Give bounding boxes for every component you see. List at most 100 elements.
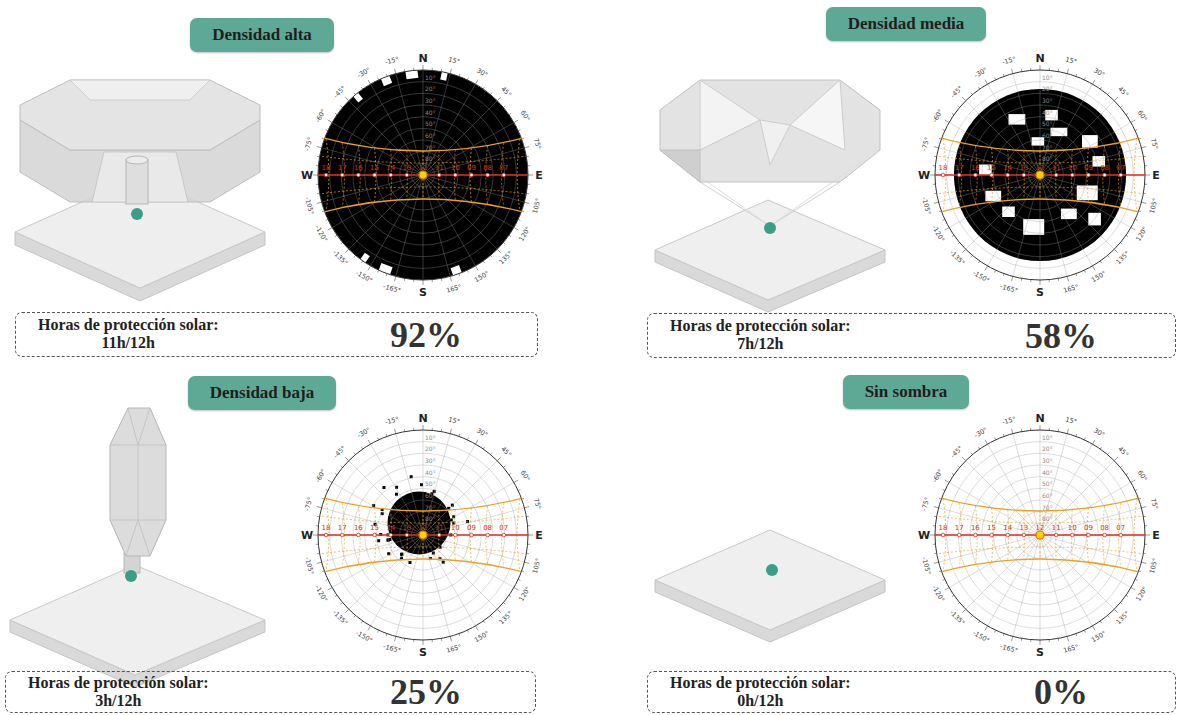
drawing-part bbox=[514, 120, 518, 123]
cardinal-point: E bbox=[535, 530, 543, 541]
drawing-part bbox=[1145, 535, 1150, 536]
azimuth-label: 30° bbox=[475, 67, 488, 78]
observer-point bbox=[1036, 171, 1044, 179]
drawing-part bbox=[377, 539, 380, 542]
azimuth-label: -60° bbox=[315, 108, 328, 123]
hour-dot bbox=[990, 173, 994, 177]
drawing-part bbox=[423, 640, 424, 645]
drawing-part bbox=[442, 561, 445, 564]
hour-dot bbox=[405, 533, 409, 537]
drawing-part bbox=[497, 249, 501, 253]
altitude-label: 80° bbox=[425, 516, 436, 522]
azimuth-label: 105° bbox=[532, 197, 542, 214]
drawing-part bbox=[395, 429, 396, 434]
azimuth-label: 165° bbox=[1062, 644, 1079, 654]
hour-dot bbox=[1119, 173, 1123, 177]
azimuth-label: 15° bbox=[447, 416, 460, 425]
tab-title: Sin sombra bbox=[865, 382, 948, 402]
azimuth-label: -75° bbox=[304, 137, 314, 152]
drawing-part bbox=[450, 69, 451, 74]
drawing-part bbox=[1040, 425, 1041, 430]
hour-dot bbox=[1119, 533, 1123, 537]
drawing-part bbox=[10, 565, 265, 675]
drawing-part bbox=[395, 69, 396, 74]
hour-dot bbox=[1006, 533, 1010, 537]
cardinal-point: W bbox=[918, 170, 930, 181]
hours-column: Horas de protección solar:0h/12h bbox=[670, 674, 851, 709]
drawing-part bbox=[962, 609, 966, 613]
azimuth-label: 150° bbox=[474, 630, 491, 643]
drawing-part bbox=[20, 80, 260, 150]
drawing-part bbox=[423, 74, 450, 175]
drawing-part bbox=[930, 175, 935, 176]
drawing-part bbox=[313, 175, 318, 176]
drawing-part bbox=[934, 507, 939, 508]
azimuth-label: -135° bbox=[331, 610, 348, 627]
altitude-label: 10° bbox=[425, 435, 436, 441]
drawing-part bbox=[396, 74, 423, 175]
drawing-part bbox=[395, 276, 396, 281]
azimuth-label: 150° bbox=[1091, 630, 1108, 643]
drawing-part bbox=[110, 408, 166, 556]
hour-dot bbox=[389, 173, 393, 177]
drawing-part bbox=[945, 228, 949, 231]
drawing-part bbox=[345, 609, 349, 613]
hour-label: 09 bbox=[467, 525, 476, 532]
azimuth-label: -165° bbox=[383, 643, 402, 654]
azimuth-label: -120° bbox=[930, 585, 945, 604]
drawing-part bbox=[1002, 207, 1015, 218]
hours-column: Horas de protección solar:11h/12h bbox=[38, 316, 219, 351]
cardinal-point: N bbox=[418, 53, 427, 64]
hour-label: 16 bbox=[971, 525, 980, 532]
hour-dot bbox=[405, 173, 409, 177]
drawing-part bbox=[476, 266, 479, 270]
drawing-part bbox=[423, 65, 424, 70]
percentage: 58% bbox=[1025, 315, 1097, 357]
drawing-part bbox=[1114, 457, 1118, 461]
drawing-part bbox=[700, 80, 760, 150]
azimuth-label: -15° bbox=[385, 416, 400, 426]
hour-dot bbox=[974, 173, 978, 177]
drawing-part bbox=[962, 457, 966, 461]
drawing-part bbox=[476, 440, 479, 444]
azimuth-label: -45° bbox=[332, 84, 346, 98]
azimuth-label: 135° bbox=[499, 611, 515, 627]
hour-label: 15 bbox=[370, 165, 379, 172]
drawing-part bbox=[318, 70, 528, 280]
drawing-part bbox=[1040, 535, 1067, 636]
drawing-part bbox=[70, 80, 210, 100]
hour-label: 11 bbox=[1052, 165, 1061, 172]
drawing-part bbox=[945, 120, 949, 123]
drawing-part bbox=[985, 266, 988, 270]
azimuth-label: -15° bbox=[385, 56, 400, 66]
hour-label: 10 bbox=[1068, 165, 1077, 172]
azimuth-label: 60° bbox=[519, 109, 530, 122]
cardinal-point: W bbox=[918, 530, 930, 541]
drawing-part bbox=[317, 147, 322, 148]
cardinal-point: S bbox=[419, 287, 427, 298]
drawing-part bbox=[934, 562, 939, 563]
polar-grid bbox=[318, 70, 528, 280]
hour-label: 17 bbox=[338, 525, 347, 532]
drawing-part bbox=[476, 80, 479, 84]
azimuth-label: 120° bbox=[1135, 226, 1148, 243]
drawing-part bbox=[396, 434, 423, 535]
hours-column: Horas de protección solar:3h/12h bbox=[28, 674, 209, 709]
drawing-part bbox=[345, 97, 349, 101]
hour-label: 16 bbox=[971, 165, 980, 172]
drawing-part bbox=[126, 156, 148, 164]
azimuth-label: 135° bbox=[1116, 251, 1132, 267]
altitude-label: 40° bbox=[1042, 110, 1053, 116]
hour-label: 15 bbox=[370, 525, 379, 532]
drawing-part bbox=[317, 202, 322, 203]
hour-label: 09 bbox=[467, 165, 476, 172]
drawing-part bbox=[1131, 228, 1135, 231]
azimuth-label: -135° bbox=[331, 250, 348, 267]
azimuth-label: 120° bbox=[518, 226, 531, 243]
azimuth-label: -165° bbox=[383, 283, 402, 294]
hour-dot bbox=[1006, 173, 1010, 177]
hours-value: 7h/12h bbox=[670, 335, 851, 353]
azimuth-label: 165° bbox=[445, 284, 462, 294]
hour-label: 09 bbox=[1084, 525, 1093, 532]
drawing-part bbox=[514, 480, 518, 483]
